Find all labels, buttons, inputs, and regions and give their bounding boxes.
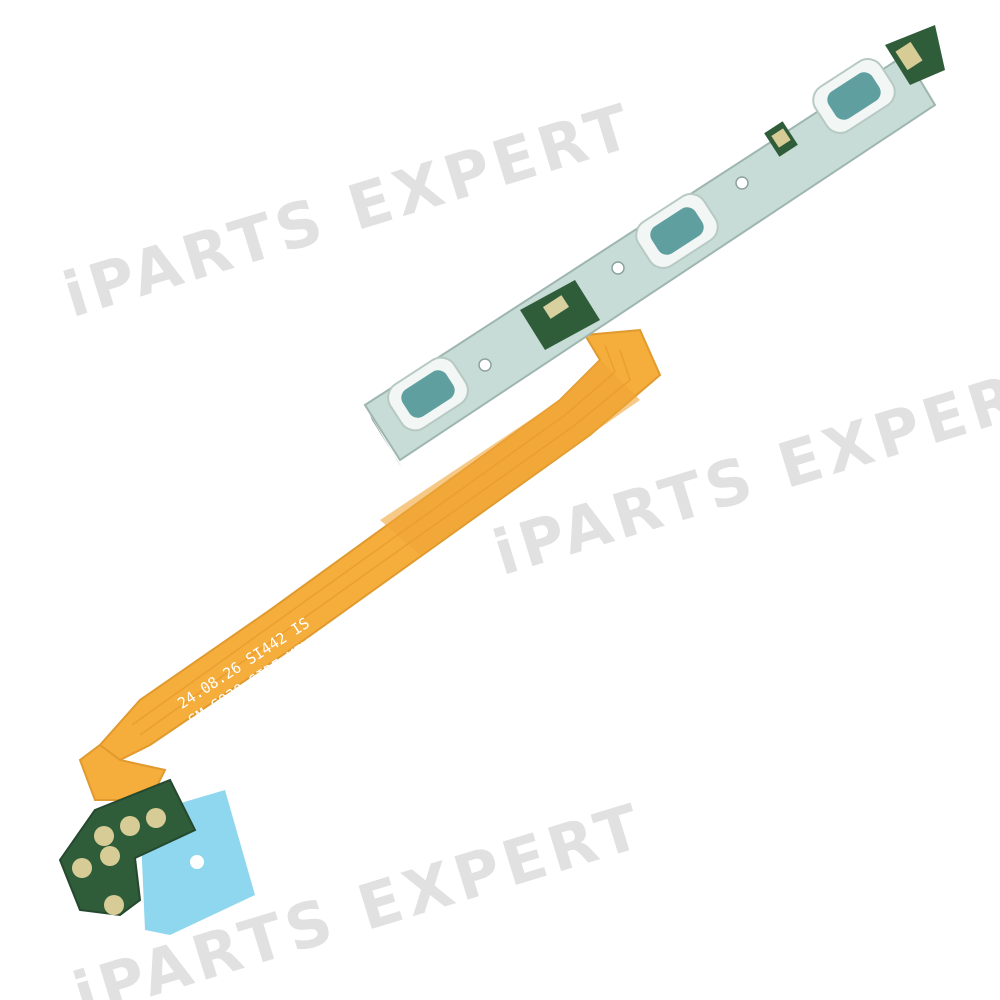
contact-pad xyxy=(146,808,166,828)
contact-pad xyxy=(120,816,140,836)
flex-ribbon xyxy=(78,328,662,801)
volume-button-upper xyxy=(635,193,719,269)
power-button xyxy=(812,58,896,134)
contact-pad xyxy=(100,846,120,866)
contact-pad xyxy=(72,858,92,878)
revision-label: R06 xyxy=(157,736,187,763)
connector-board xyxy=(58,778,255,935)
volume-button-lower xyxy=(387,356,469,432)
contact-pad xyxy=(94,826,114,846)
contact-pad xyxy=(104,895,124,915)
alignment-hole xyxy=(190,855,204,869)
